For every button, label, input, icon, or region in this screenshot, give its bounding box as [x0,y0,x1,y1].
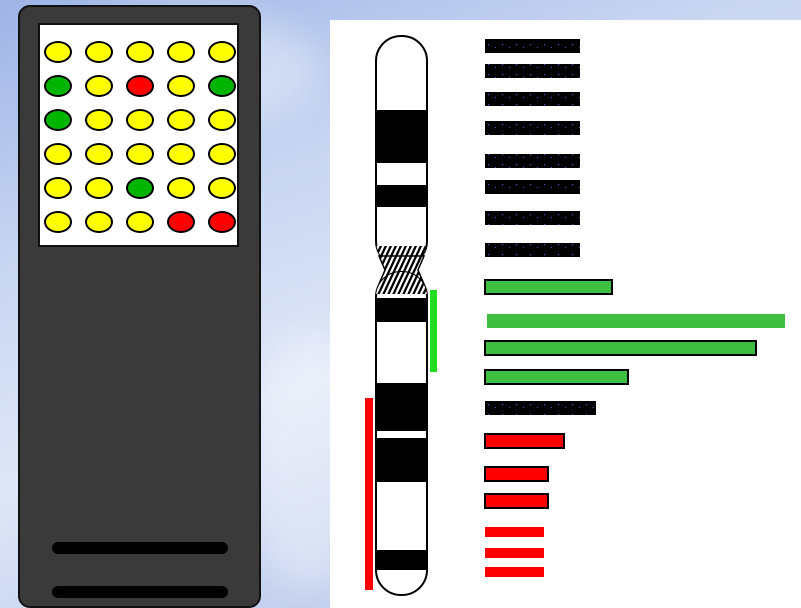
bar-red [485,467,548,481]
spot-yellow [167,75,195,97]
spot-yellow [44,143,72,165]
bar-red [485,567,544,577]
spot-red [167,211,195,233]
spot-yellow [85,41,113,63]
spot-red [208,211,236,233]
spot-green [208,75,236,97]
spot-yellow [85,143,113,165]
bar-red [485,494,548,508]
bar-black [485,39,580,53]
spot-yellow [167,143,195,165]
spot-yellow [85,109,113,131]
spot-yellow [44,211,72,233]
microarray-device-panel [18,5,261,608]
bar-black [485,64,580,78]
bar-green [485,370,628,384]
spot-yellow [85,177,113,199]
spot-yellow [167,177,195,199]
spot-yellow [85,75,113,97]
spot-yellow [167,109,195,131]
bar-green [487,314,785,328]
bar-black [485,401,596,415]
chromosome-p-arm [376,36,427,268]
spot-yellow [208,143,236,165]
spot-green [126,177,154,199]
bar-black [485,154,580,168]
spot-yellow [208,177,236,199]
loss-region-marker [365,398,373,590]
bar-red [485,527,544,537]
spot-yellow [44,41,72,63]
chromosome-figure [330,20,801,608]
slot-bar [52,586,228,598]
copy-number-bars [485,39,785,577]
spot-yellow [208,41,236,63]
bar-black [485,211,580,225]
bar-green [485,341,756,355]
spot-yellow [126,143,154,165]
bar-black [485,180,580,194]
slot-bar [52,542,228,554]
bar-black [485,243,580,257]
spot-yellow [208,109,236,131]
bar-red [485,548,544,558]
spot-green [44,109,72,131]
spot-yellow [85,211,113,233]
spot-green [44,75,72,97]
bar-red [485,434,564,448]
spot-yellow [167,41,195,63]
gain-region-marker [430,290,437,372]
spot-yellow [44,177,72,199]
microarray-dot-grid [38,23,239,247]
spot-yellow [126,109,154,131]
spot-yellow [126,211,154,233]
spot-yellow [126,41,154,63]
bar-black [485,121,580,135]
bar-black [485,92,580,106]
spot-red [126,75,154,97]
bar-green [485,280,612,294]
chromosome-q-arm [376,272,427,595]
